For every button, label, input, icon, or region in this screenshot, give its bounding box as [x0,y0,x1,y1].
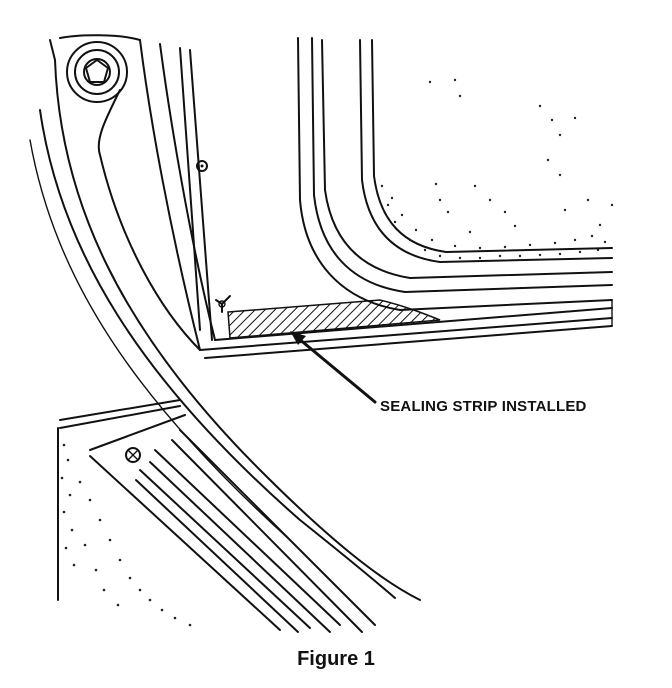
pillar-screw-icon [196,160,208,172]
hinge-bolt-icon [66,41,128,103]
window-glass-texture [380,78,614,260]
callout-leader-line [290,331,377,404]
sealing-strip [227,299,441,339]
step-plate [57,399,376,633]
fastener-icon [215,295,231,313]
door-pillar [29,34,421,601]
window-frame [297,37,613,311]
callout-label: SEALING STRIP INSTALLED [380,398,587,415]
step-plate-screw-icon [125,447,141,463]
door-sill [199,299,613,359]
figure-caption: Figure 1 [297,648,375,670]
step-plate-texture [60,443,192,627]
